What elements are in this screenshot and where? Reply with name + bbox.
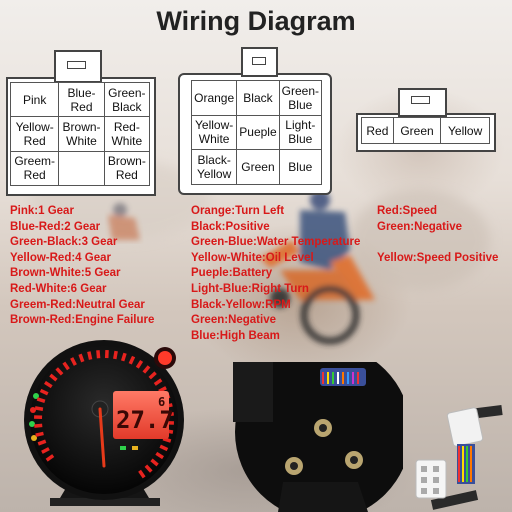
legend-entry: Brown-White:5 Gear: [10, 267, 121, 280]
gauge-back-photo: [233, 362, 403, 512]
legend-entry: Green:Negative: [377, 220, 463, 233]
legend-entry: Black:Positive: [191, 220, 270, 233]
legend-entry: Red:Speed: [377, 205, 438, 217]
rpm-tick: [142, 365, 151, 374]
rpm-tick: [35, 431, 44, 437]
rpm-tick: [87, 351, 93, 360]
middle-connector-key: [241, 47, 278, 77]
rpm-tick: [41, 447, 50, 454]
legend-entry: Yellow:Speed Positive: [377, 251, 499, 264]
rpm-tick: [34, 406, 44, 411]
legend-entry: Orange:Turn Left: [191, 205, 285, 217]
rpm-tick: [49, 373, 58, 382]
rpm-tick: [62, 361, 70, 371]
rpm-tick: [37, 439, 47, 446]
legend-entry: Greem-Red:Neutral Gear: [10, 298, 145, 311]
lcd-screen: [113, 391, 169, 439]
left-connector-pin-cell: Red-White: [103, 116, 151, 152]
rpm-tick: [55, 367, 64, 376]
rpm-tick: [39, 388, 49, 396]
middle-connector-pin-cell: Black: [236, 80, 280, 116]
middle-connector-pin-cell: Black-Yellow: [190, 149, 238, 185]
rpm-tick: [138, 469, 146, 479]
rpm-tick: [36, 397, 46, 404]
right-connector-pin-cell: Yellow: [440, 117, 490, 144]
left-connector-pin-cell: Brown-White: [58, 116, 105, 152]
rpm-tick: [159, 444, 169, 452]
left-connector-pin-cell: Green-Black: [103, 81, 151, 118]
legend-entry: Green-Blue:Water Temperature: [191, 236, 361, 249]
middle-connector-pin-cell: Light-Blue: [278, 114, 323, 151]
legend-entry: Blue-Red:2 Gear: [10, 220, 101, 233]
right-connector-key-slot: [411, 96, 430, 104]
rpm-tick: [135, 360, 144, 369]
middle-connector-pin-cell: Yellow-White: [190, 114, 238, 151]
rpm-tick: [45, 454, 55, 462]
left-connector-pin-cell: [58, 150, 105, 187]
rpm-tick: [150, 458, 159, 467]
right-connector-pin-cell: Green: [392, 117, 442, 144]
rpm-tick: [44, 380, 53, 389]
legend-entry: Pink:1 Gear: [10, 205, 74, 217]
left-connector-row: Greem-Red Brown-Red: [9, 150, 151, 187]
rpm-tick: [162, 436, 172, 443]
legend-entry: Black-Yellow:RPM: [191, 298, 291, 311]
legend-entry: [377, 235, 498, 251]
legend-entry: Blue:High Beam: [191, 329, 280, 342]
rpm-tick: [144, 464, 153, 473]
page-title: Wiring Diagram: [156, 6, 356, 36]
left-connector-pin-cell: Greem-Red: [9, 150, 60, 187]
legend-entry: Red-White:6 Gear: [10, 282, 107, 295]
rpm-tick: [70, 357, 77, 366]
middle-connector-pin-cell: Blue: [278, 149, 323, 185]
right-connector-pin-cell: Red: [361, 117, 394, 144]
legend-entry: Yellow-Red:4 Gear: [10, 251, 111, 264]
legend-entry: Yellow-White:Oil Level: [191, 251, 314, 264]
left-connector-pin-cell: Yellow-Red: [9, 116, 60, 152]
rpm-tick: [153, 378, 163, 386]
legend-entry: Green-Black:3 Gear: [10, 236, 118, 249]
rpm-tick: [158, 386, 167, 393]
rpm-tick: [120, 352, 127, 362]
left-connector-key-slot: [67, 61, 86, 69]
middle-connector-pin-cell: Green: [236, 149, 280, 185]
middle-connector-pin-cell: Orange: [190, 80, 238, 116]
left-connector-pin-cell: Pink: [9, 81, 60, 118]
wiring-plug-photo: [415, 405, 503, 510]
left-connector-pin-cell: Blue-Red: [58, 81, 105, 118]
rpm-tick: [148, 371, 157, 380]
legend-entry: Green:Negative: [191, 314, 277, 327]
middle-connector-pin-cell: Pueple: [236, 114, 280, 151]
speedometer-gauge-photo: 27.7 6: [24, 340, 184, 506]
legend-entry: Pueple:Battery: [191, 267, 273, 280]
middle-connector-pin-cell: Green-Blue: [278, 80, 323, 116]
left-connector-pin-cell: Brown-Red: [103, 150, 151, 187]
rpm-tick: [155, 451, 164, 460]
rpm-tick: [128, 355, 136, 365]
rpm-tick: [96, 350, 101, 359]
lcd-speed-digits: 27.7: [116, 406, 174, 434]
rpm-tick: [34, 423, 43, 428]
lcd-gear-digit: 6: [158, 395, 165, 409]
rpm-tick: [113, 350, 118, 360]
legend-entry: Brown-Red:Engine Failure: [10, 314, 155, 327]
rpm-tick: [78, 353, 85, 363]
middle-connector-key-slot: [252, 57, 266, 65]
gauge-needle: [98, 407, 106, 468]
legend-entry: Light-Blue:Right Turn: [191, 282, 309, 295]
